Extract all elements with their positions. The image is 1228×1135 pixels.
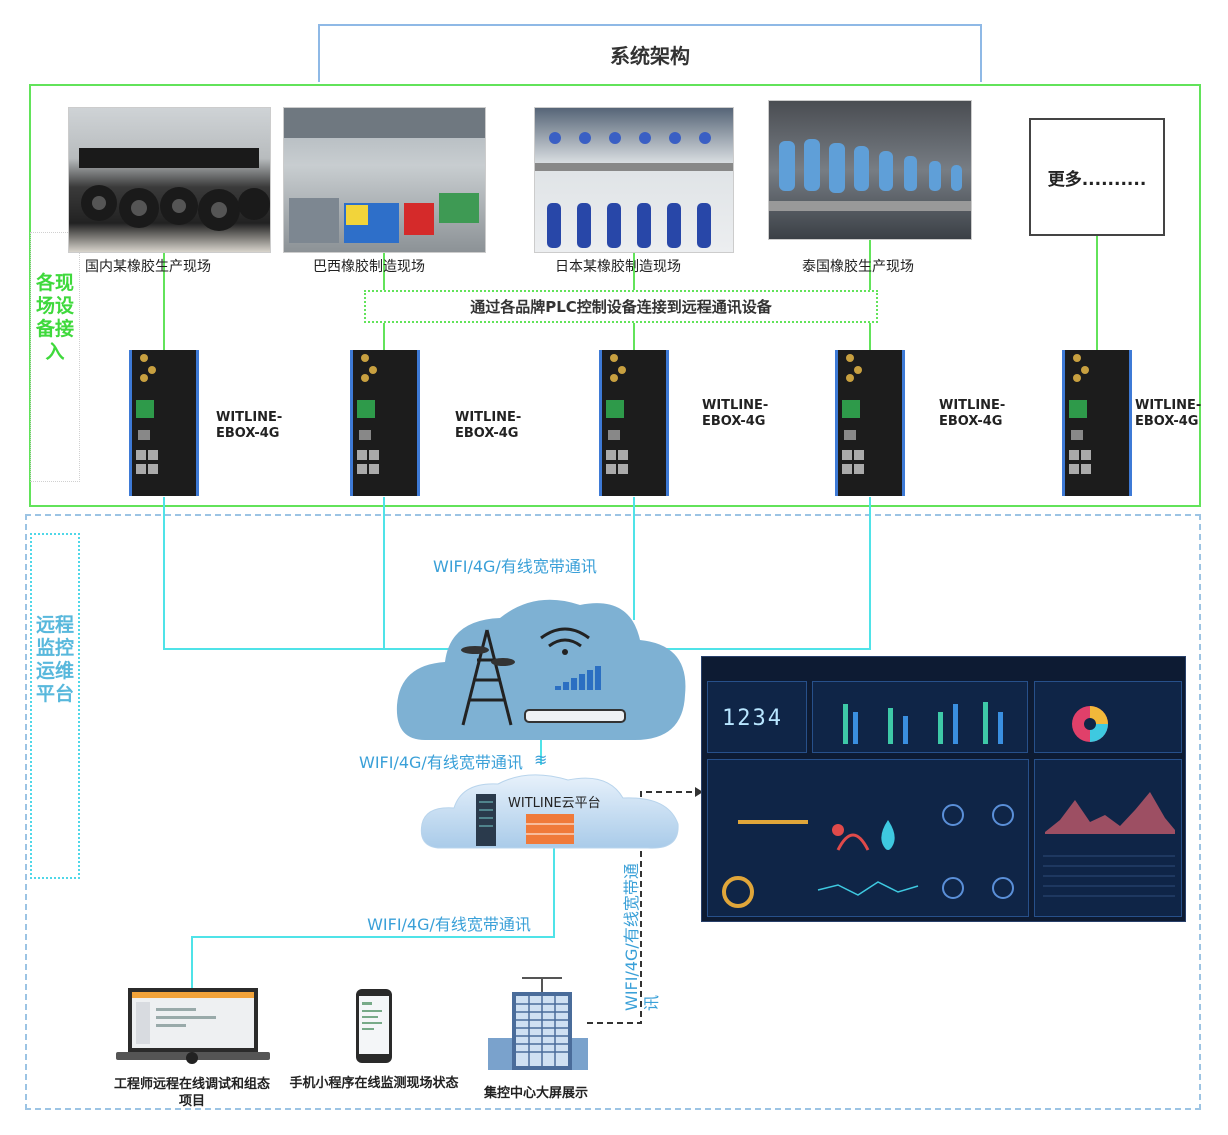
router-device-icon xyxy=(1069,354,1091,474)
router-device-icon xyxy=(357,354,379,474)
dashboard-screen: 1234 xyxy=(701,656,1186,922)
more-sites-box: 更多.......... xyxy=(1029,118,1165,236)
device-label-1: WITLINE- EBOX-4G xyxy=(216,410,282,442)
comm-label-lower: WIFI/4G/有线宽带通讯 xyxy=(366,915,532,934)
network-cloud-icon xyxy=(396,599,686,740)
plc-connection-label: 通过各品牌PLC控制设备连接到远程通讯设备 xyxy=(364,290,878,323)
comm-label-vertical-text: WIFI/4G/有线宽带通讯 xyxy=(622,863,661,1011)
dashboard-panel-bars xyxy=(812,681,1028,753)
cloud-wifi-icon: ≋ xyxy=(534,750,548,769)
remote-section-side-frame xyxy=(30,533,80,879)
device-ebox-5 xyxy=(1062,350,1132,496)
cloud-platform-label: WITLINE云平台 xyxy=(508,796,601,811)
site-label-domestic: 国内某橡胶生产现场 xyxy=(85,259,211,275)
dashboard-main-graphic xyxy=(722,804,1014,908)
comm-label-vertical: WIFI/4G/有线宽带通讯 xyxy=(618,855,662,1015)
site-photo-thailand xyxy=(768,100,972,240)
engineer-label: 工程师远程在线调试和组态项目 xyxy=(113,1077,270,1109)
diagram-title: 系统架构 xyxy=(318,24,982,82)
device-label-3-line1: WITLINE- xyxy=(702,398,769,413)
pie-graphic xyxy=(1072,706,1108,742)
dashboard-counter: 1234 xyxy=(722,706,783,731)
field-section-label: 各现场设备接入 xyxy=(36,272,75,363)
device-label-5-line2: EBOX-4G xyxy=(1135,414,1199,429)
remote-section-frame xyxy=(25,514,1201,1110)
device-label-1-line1: WITLINE- xyxy=(216,410,283,425)
witline-cloud-icon xyxy=(420,774,679,849)
laptop-icon xyxy=(116,988,270,1064)
comm-label-top: WIFI/4G/有线宽带通讯 xyxy=(433,557,597,576)
mobile-label: 手机小程序在线监测现场状态 xyxy=(289,1076,459,1091)
site-photo-brazil xyxy=(283,107,486,253)
site-label-brazil: 巴西橡胶制造现场 xyxy=(313,259,425,275)
router-device-icon xyxy=(136,354,158,474)
device-label-2-line1: WITLINE- xyxy=(455,410,522,425)
remote-section-label: 远程监控运维平台 xyxy=(36,614,75,705)
device-label-1-line2: EBOX-4G xyxy=(216,426,280,441)
site-label-thailand: 泰国橡胶生产现场 xyxy=(802,259,914,275)
device-label-3-line2: EBOX-4G xyxy=(702,414,766,429)
router-device-icon xyxy=(842,354,864,474)
router-device-icon xyxy=(606,354,628,474)
device-label-4-line1: WITLINE- xyxy=(939,398,1006,413)
engineer-avatar-icon xyxy=(186,1052,198,1064)
control-center-building-icon xyxy=(488,977,588,1070)
gloves-image xyxy=(535,132,733,248)
dashboard-panel-area xyxy=(1034,759,1182,917)
device-ebox-4 xyxy=(835,350,905,496)
site-photo-japan xyxy=(534,107,734,253)
glove-line-image xyxy=(769,139,971,211)
control-center-label: 集控中心大屏展示 xyxy=(483,1086,588,1101)
dashboard-panel-pie xyxy=(1034,681,1182,753)
field-section-side-frame xyxy=(30,232,80,482)
device-label-4: WITLINE- EBOX-4G xyxy=(939,398,1005,430)
tower-icon xyxy=(461,629,513,726)
machines-image xyxy=(284,108,485,243)
device-label-2-line2: EBOX-4G xyxy=(455,426,519,441)
site-photo-domestic xyxy=(68,107,271,253)
signal-bars-icon xyxy=(555,666,601,690)
device-ebox-3 xyxy=(599,350,669,496)
dashboard-panel-counter: 1234 xyxy=(707,681,807,753)
device-label-5-line1: WITLINE- xyxy=(1135,398,1202,413)
device-label-2: WITLINE- EBOX-4G xyxy=(455,410,521,442)
site-label-japan: 日本某橡胶制造现场 xyxy=(555,259,681,275)
mobile-phone-icon xyxy=(356,989,392,1063)
area-chart-graphic xyxy=(1043,792,1175,897)
dashboard-panel-main xyxy=(707,759,1029,917)
device-ebox-2 xyxy=(350,350,420,496)
bar-gauges-graphic xyxy=(843,702,1003,744)
comm-label-lower-text: WIFI/4G/有线宽带通讯 xyxy=(367,915,531,934)
rubber-rolls-image xyxy=(79,148,270,231)
device-label-4-line2: EBOX-4G xyxy=(939,414,1003,429)
comm-label-mid: WIFI/4G/有线宽带通讯 xyxy=(359,753,523,772)
device-label-3: WITLINE- EBOX-4G xyxy=(702,398,768,430)
device-label-5: WITLINE- EBOX-4G xyxy=(1135,398,1201,430)
wifi-signal-icon xyxy=(540,627,590,648)
device-ebox-1 xyxy=(129,350,199,496)
